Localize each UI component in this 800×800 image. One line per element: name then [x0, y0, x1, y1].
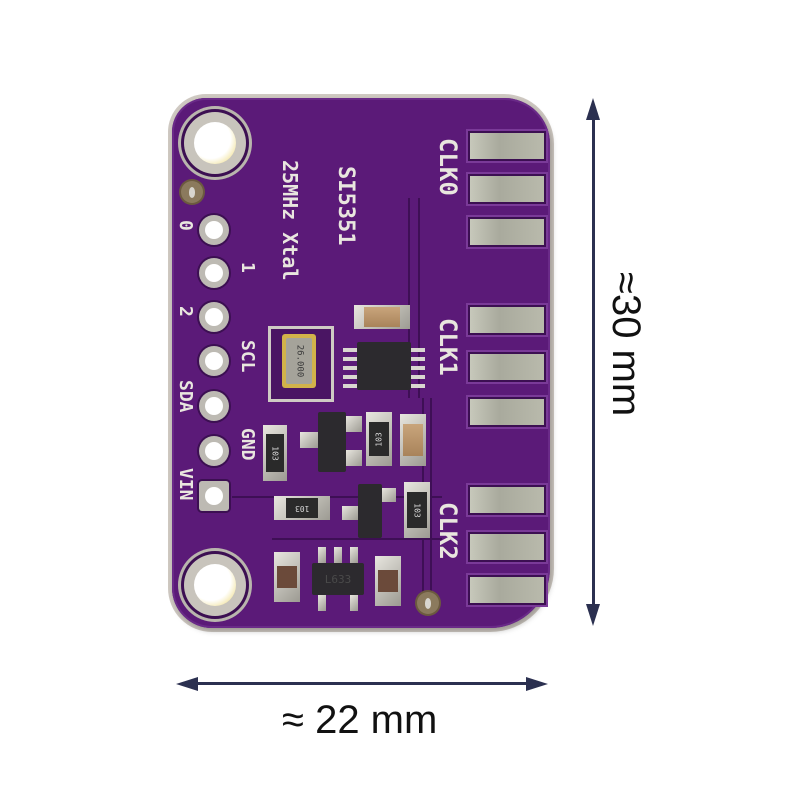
- resistor-marking: 103: [412, 502, 422, 518]
- mounting-hole-bottom: [184, 554, 246, 616]
- clk1-label: CLK1: [434, 318, 462, 376]
- resistor: 103: [286, 498, 318, 518]
- resistor-marking: 103: [294, 503, 310, 513]
- header-pin-1[interactable]: [199, 258, 229, 288]
- via: [417, 592, 439, 614]
- height-dimension-label: ≈30 mm: [604, 272, 648, 417]
- clk0-pad-1[interactable]: [468, 131, 546, 161]
- clk0-pad-3[interactable]: [468, 217, 546, 247]
- capacitor: [277, 566, 297, 588]
- clk2-label: CLK2: [434, 502, 462, 560]
- header-pin-0[interactable]: [199, 215, 229, 245]
- pin-label-0: 0: [175, 220, 196, 231]
- regulator-pin: [318, 595, 326, 611]
- pin-label-vin: VIN: [175, 468, 196, 501]
- pcb-trace: [232, 496, 442, 498]
- regulator-pin: [334, 547, 342, 563]
- resistor: 103: [266, 434, 284, 472]
- ic-pin: [343, 366, 357, 370]
- header-pin-2[interactable]: [199, 302, 229, 332]
- capacitor: [403, 424, 423, 456]
- mosfet-pad: [382, 488, 396, 502]
- mosfet-pad: [346, 450, 362, 466]
- header-pin-vin[interactable]: [199, 481, 229, 511]
- regulator-pin: [318, 547, 326, 563]
- mosfet-pad: [300, 432, 318, 448]
- mosfet-pad: [342, 506, 358, 520]
- via: [181, 181, 203, 203]
- ic-pin: [343, 348, 357, 352]
- resistor: 103: [369, 422, 389, 456]
- clk2-pad-1[interactable]: [468, 485, 546, 515]
- ic-pin: [411, 366, 425, 370]
- capacitor: [378, 570, 398, 592]
- mounting-hole-top: [184, 112, 246, 174]
- width-dimension-line: [196, 682, 528, 685]
- clk0-pad-2[interactable]: [468, 174, 546, 204]
- dimension-arrow-left-icon: [176, 677, 198, 691]
- mosfet: [358, 484, 382, 538]
- dimension-arrow-right-icon: [526, 677, 548, 691]
- chip-name-label: SI5351: [333, 166, 358, 246]
- pin-label-2: 2: [175, 306, 196, 317]
- header-pin-scl[interactable]: [199, 346, 229, 376]
- xtal-label: 25MHz Xtal: [278, 160, 302, 281]
- ic-pin: [343, 384, 357, 388]
- regulator-pin: [350, 595, 358, 611]
- crystal-marking: 26.000: [294, 344, 305, 378]
- pin-label-scl: SCL: [237, 340, 258, 373]
- ic-pin: [343, 357, 357, 361]
- pcb-trace: [408, 198, 420, 398]
- pin-label-sda: SDA: [175, 380, 196, 413]
- si5351-ic: [357, 342, 411, 390]
- pin-label-1: 1: [237, 262, 258, 273]
- pcb-trace: [272, 538, 442, 540]
- regulator-pin: [350, 547, 358, 563]
- ic-pin: [411, 348, 425, 352]
- clk1-pad-3[interactable]: [468, 397, 546, 427]
- crystal-oscillator: 26.000: [282, 334, 316, 388]
- header-pin-sda[interactable]: [199, 391, 229, 421]
- resistor-marking: 103: [374, 431, 384, 447]
- clk2-pad-3[interactable]: [468, 575, 546, 605]
- regulator-marking: L633: [324, 572, 352, 586]
- mosfet-pad: [346, 416, 362, 432]
- resistor: 103: [407, 492, 427, 528]
- header-pin-gnd[interactable]: [199, 436, 229, 466]
- capacitor: [364, 307, 400, 327]
- voltage-regulator: L633: [312, 563, 364, 595]
- height-dimension-line: [592, 118, 595, 606]
- dimension-arrow-up-icon: [586, 98, 600, 120]
- clk0-label: CLK0: [434, 138, 462, 196]
- mosfet: [318, 412, 346, 472]
- pin-label-gnd: GND: [237, 428, 258, 461]
- ic-pin: [343, 375, 357, 379]
- ic-pin: [411, 384, 425, 388]
- width-dimension-label: ≈ 22 mm: [282, 698, 438, 742]
- clk1-pad-1[interactable]: [468, 305, 546, 335]
- resistor-marking: 103: [270, 445, 280, 461]
- dimension-arrow-down-icon: [586, 604, 600, 626]
- ic-pin: [411, 357, 425, 361]
- clk2-pad-2[interactable]: [468, 532, 546, 562]
- clk1-pad-2[interactable]: [468, 352, 546, 382]
- ic-pin: [411, 375, 425, 379]
